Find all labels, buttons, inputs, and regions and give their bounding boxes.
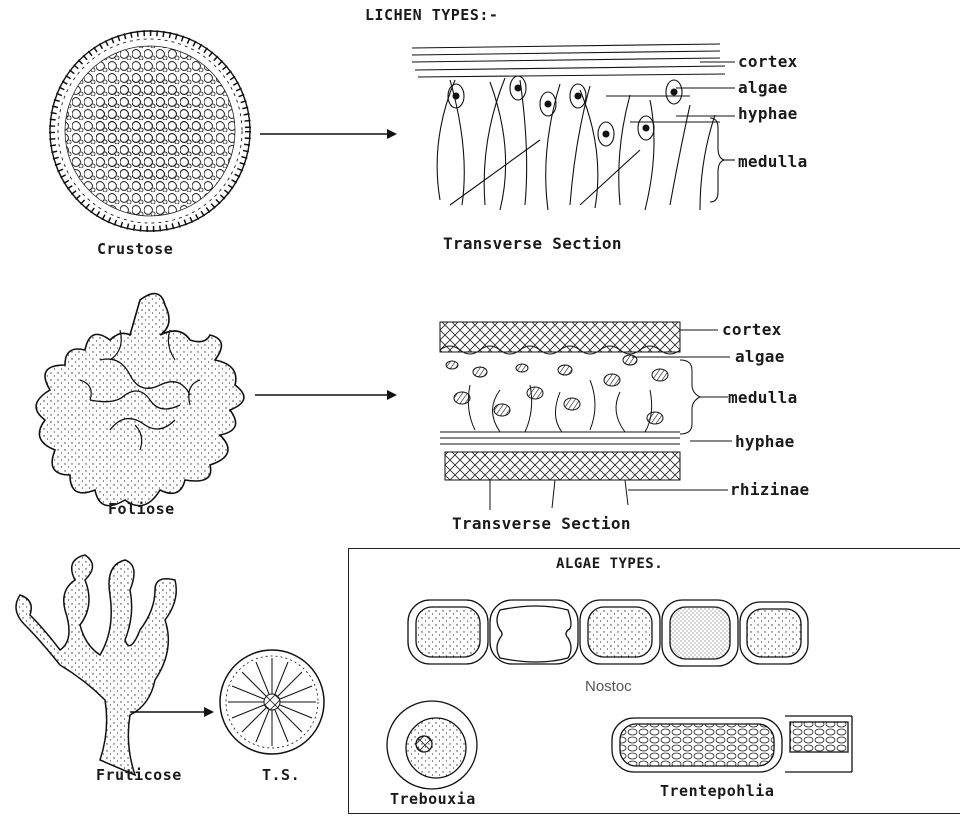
fruticose-thallus <box>16 555 176 775</box>
foliose-label: Foliose <box>108 500 175 518</box>
fruticose-label: Fruticose <box>96 766 182 784</box>
foliose-part-rhizinae: rhizinae <box>730 480 809 499</box>
fruticose-section <box>220 650 324 754</box>
foliose-thallus <box>36 294 244 506</box>
algae-types-title: ALGAE TYPES. <box>556 556 663 572</box>
crustose-section <box>412 44 735 210</box>
foliose-part-cortex: cortex <box>722 320 782 339</box>
crustose-part-cortex: cortex <box>738 52 798 71</box>
algae-label-trentepohlia: Trentepohlia <box>660 782 774 800</box>
crustose-part-hyphae: hyphae <box>738 104 798 123</box>
foliose-part-algae: algae <box>735 347 785 366</box>
algae-label-trebouxia: Trebouxia <box>390 790 476 808</box>
crustose-part-medulla: medulla <box>738 152 808 171</box>
foliose-part-medulla: medulla <box>728 388 798 407</box>
crustose-section-label: Transverse Section <box>443 234 622 253</box>
algae-types-panel <box>348 548 960 814</box>
crustose-thallus <box>50 31 250 231</box>
crustose-label: Crustose <box>97 240 173 258</box>
fruticose-section-label: T.S. <box>262 766 300 784</box>
foliose-part-hyphae: hyphae <box>735 432 795 451</box>
crustose-part-algae: algae <box>738 78 788 97</box>
algae-label-nostoc: Nostoc <box>585 678 632 695</box>
foliose-section <box>440 322 732 510</box>
foliose-section-label: Transverse Section <box>452 514 631 533</box>
